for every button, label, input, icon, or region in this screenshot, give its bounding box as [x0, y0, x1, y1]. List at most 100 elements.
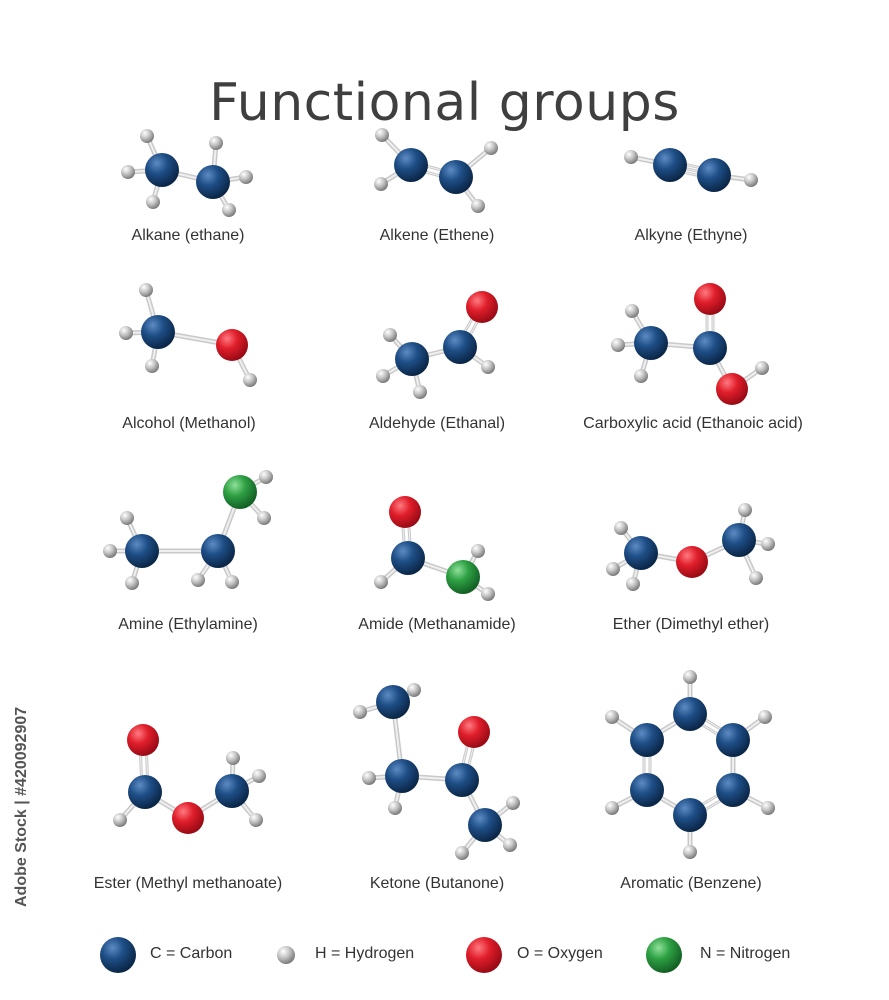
- carbon-atom: [141, 315, 175, 349]
- hydrogen-atom: [121, 165, 135, 179]
- legend-nitrogen-label: N = Nitrogen: [700, 945, 791, 962]
- hydrogen-atom: [120, 511, 134, 525]
- carbon-atom: [391, 541, 425, 575]
- legend-oxygen-swatch: [466, 937, 502, 973]
- carbon-atom: [376, 685, 410, 719]
- hydrogen-atom: [413, 385, 427, 399]
- molecule-aromatic: [605, 670, 775, 859]
- molecule-amine: [103, 470, 273, 590]
- hydrogen-atom: [626, 577, 640, 591]
- label-alkene: Alkene (Ethene): [379, 227, 495, 244]
- oxygen-atom: [716, 373, 748, 405]
- hydrogen-atom: [611, 338, 625, 352]
- carbon-atom: [634, 326, 668, 360]
- hydrogen-atom: [225, 575, 239, 589]
- molecule-ester: [113, 724, 266, 834]
- legend-nitrogen-swatch: [646, 937, 682, 973]
- hydrogen-atom: [634, 369, 648, 383]
- hydrogen-atom: [375, 128, 389, 142]
- hydrogen-atom: [758, 710, 772, 724]
- hydrogen-atom: [481, 587, 495, 601]
- hydrogen-atom: [239, 170, 253, 184]
- hydrogen-atom: [625, 304, 639, 318]
- carbon-atom: [385, 759, 419, 793]
- hydrogen-atom: [353, 705, 367, 719]
- label-carboxylic: Carboxylic acid (Ethanoic acid): [583, 415, 803, 432]
- hydrogen-atom: [749, 571, 763, 585]
- label-alkyne: Alkyne (Ethyne): [634, 227, 748, 244]
- oxygen-atom: [676, 546, 708, 578]
- legend-hydrogen-swatch: [277, 946, 295, 964]
- hydrogen-atom: [257, 511, 271, 525]
- label-aldehyde: Aldehyde (Ethanal): [368, 415, 506, 432]
- oxygen-atom: [458, 716, 490, 748]
- hydrogen-atom: [125, 576, 139, 590]
- molecule-alcohol: [119, 283, 257, 387]
- molecule-alkene: [374, 128, 498, 213]
- carbon-atom: [693, 331, 727, 365]
- hydrogen-atom: [407, 683, 421, 697]
- carbon-atom: [697, 158, 731, 192]
- carbon-atom: [722, 523, 756, 557]
- carbon-atom: [673, 798, 707, 832]
- carbon-atom: [468, 808, 502, 842]
- hydrogen-atom: [481, 360, 495, 374]
- hydrogen-atom: [744, 173, 758, 187]
- hydrogen-atom: [113, 813, 127, 827]
- hydrogen-atom: [761, 801, 775, 815]
- carbon-atom: [653, 148, 687, 182]
- label-amine: Amine (Ethylamine): [118, 616, 258, 633]
- hydrogen-atom: [755, 361, 769, 375]
- carbon-atom: [201, 534, 235, 568]
- label-ketone: Ketone (Butanone): [369, 875, 505, 892]
- hydrogen-atom: [761, 537, 775, 551]
- hydrogen-atom: [738, 503, 752, 517]
- molecule-aldehyde: [376, 291, 498, 399]
- hydrogen-atom: [146, 195, 160, 209]
- nitrogen-atom: [223, 475, 257, 509]
- hydrogen-atom: [226, 751, 240, 765]
- hydrogen-atom: [243, 373, 257, 387]
- molecule-ketone: [353, 683, 520, 860]
- hydrogen-atom: [383, 328, 397, 342]
- hydrogen-atom: [506, 796, 520, 810]
- carbon-atom: [196, 165, 230, 199]
- carbon-atom: [630, 723, 664, 757]
- hydrogen-atom: [222, 203, 236, 217]
- carbon-atom: [125, 534, 159, 568]
- hydrogen-atom: [140, 129, 154, 143]
- hydrogen-atom: [362, 771, 376, 785]
- nitrogen-atom: [446, 560, 480, 594]
- carbon-atom: [439, 160, 473, 194]
- carbon-atom: [128, 775, 162, 809]
- molecule-amide: [374, 496, 495, 601]
- label-aromatic: Aromatic (Benzene): [620, 875, 762, 892]
- carbon-atom: [716, 723, 750, 757]
- carbon-atom: [395, 342, 429, 376]
- hydrogen-atom: [388, 801, 402, 815]
- label-alcohol: Alcohol (Methanol): [122, 415, 256, 432]
- oxygen-atom: [172, 802, 204, 834]
- hydrogen-atom: [614, 521, 628, 535]
- hydrogen-atom: [471, 199, 485, 213]
- hydrogen-atom: [374, 575, 388, 589]
- carbon-atom: [215, 774, 249, 808]
- hydrogen-atom: [471, 544, 485, 558]
- hydrogen-atom: [249, 813, 263, 827]
- hydrogen-atom: [455, 846, 469, 860]
- oxygen-atom: [127, 724, 159, 756]
- stock-id-watermark: Adobe Stock | #420092907: [13, 706, 30, 907]
- label-ether: Ether (Dimethyl ether): [612, 616, 770, 633]
- legend-oxygen-label: O = Oxygen: [517, 945, 603, 962]
- carbon-atom: [394, 148, 428, 182]
- carbon-atom: [673, 697, 707, 731]
- hydrogen-atom: [624, 150, 638, 164]
- carbon-atom: [145, 153, 179, 187]
- hydrogen-atom: [191, 573, 205, 587]
- oxygen-atom: [216, 329, 248, 361]
- hydrogen-atom: [119, 326, 133, 340]
- carbon-atom: [445, 763, 479, 797]
- hydrogen-atom: [503, 838, 517, 852]
- hydrogen-atom: [252, 769, 266, 783]
